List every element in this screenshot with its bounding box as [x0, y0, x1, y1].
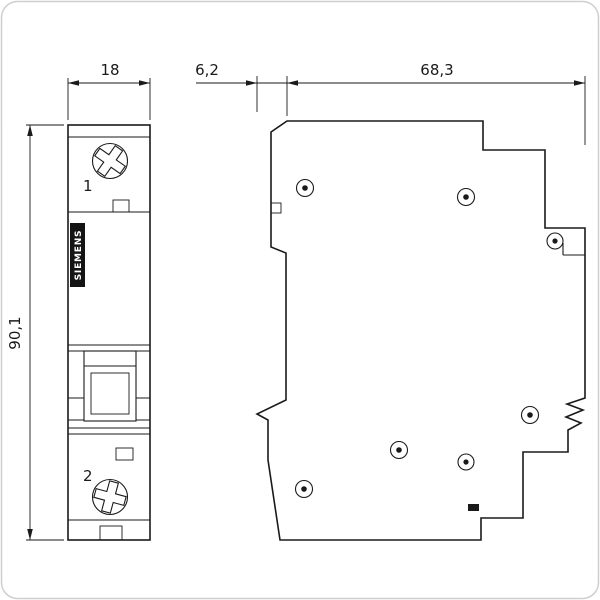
top-terminal-screw-icon [91, 142, 129, 180]
front-face-notch [270, 202, 282, 214]
arrow-right-icon [139, 80, 150, 86]
extension-lines [26, 124, 64, 541]
brand-label: SIEMENS [74, 230, 84, 281]
bottom-terminal-screw-icon [91, 478, 129, 516]
arrow-right-icon [246, 80, 257, 86]
arrow-down-icon [27, 529, 33, 540]
rivet-icon [389, 440, 409, 460]
extension-lines [67, 78, 151, 120]
extension-lines [256, 76, 288, 116]
dimension-depth-value: 68,3 [420, 61, 453, 79]
dimension-offset-value: 6,2 [195, 61, 219, 79]
dimension-height-value: 90,1 [6, 316, 24, 349]
rivet-icon [295, 178, 315, 198]
side-profile-outline [255, 120, 586, 541]
dimension-depth: 68,3 [287, 61, 586, 145]
din-hook-slot [562, 243, 585, 256]
front-step-notch-bottom [115, 447, 134, 461]
front-bottom-clip [99, 525, 123, 541]
arrow-left-icon [68, 80, 79, 86]
terminal-2-label: 2 [83, 467, 93, 485]
rivet-icons [294, 178, 564, 499]
brand-block: SIEMENS [70, 223, 85, 287]
front-view: 1 SIEMENS 2 [67, 124, 151, 541]
dimension-front-width: 18 [67, 61, 151, 120]
rivet-icon [457, 453, 475, 471]
terminal-1-label: 1 [83, 177, 93, 195]
dimension-width-value: 18 [100, 61, 119, 79]
toggle-handle [83, 350, 137, 422]
dimension-offset: 6,2 [195, 61, 288, 116]
rivet-icon [294, 479, 314, 499]
dimension-height: 90,1 [6, 124, 64, 541]
toggle-side-notches [68, 397, 150, 421]
front-body-outline [67, 124, 151, 541]
rivet-icon [546, 232, 564, 250]
arrow-right-icon [574, 80, 585, 86]
rivet-icon [520, 405, 540, 425]
front-step-notch-top [112, 199, 130, 213]
arrow-left-icon [287, 80, 298, 86]
rivet-icon [456, 187, 476, 207]
arrow-up-icon [27, 125, 33, 136]
side-view [255, 120, 586, 541]
side-marker-detail [468, 504, 479, 511]
